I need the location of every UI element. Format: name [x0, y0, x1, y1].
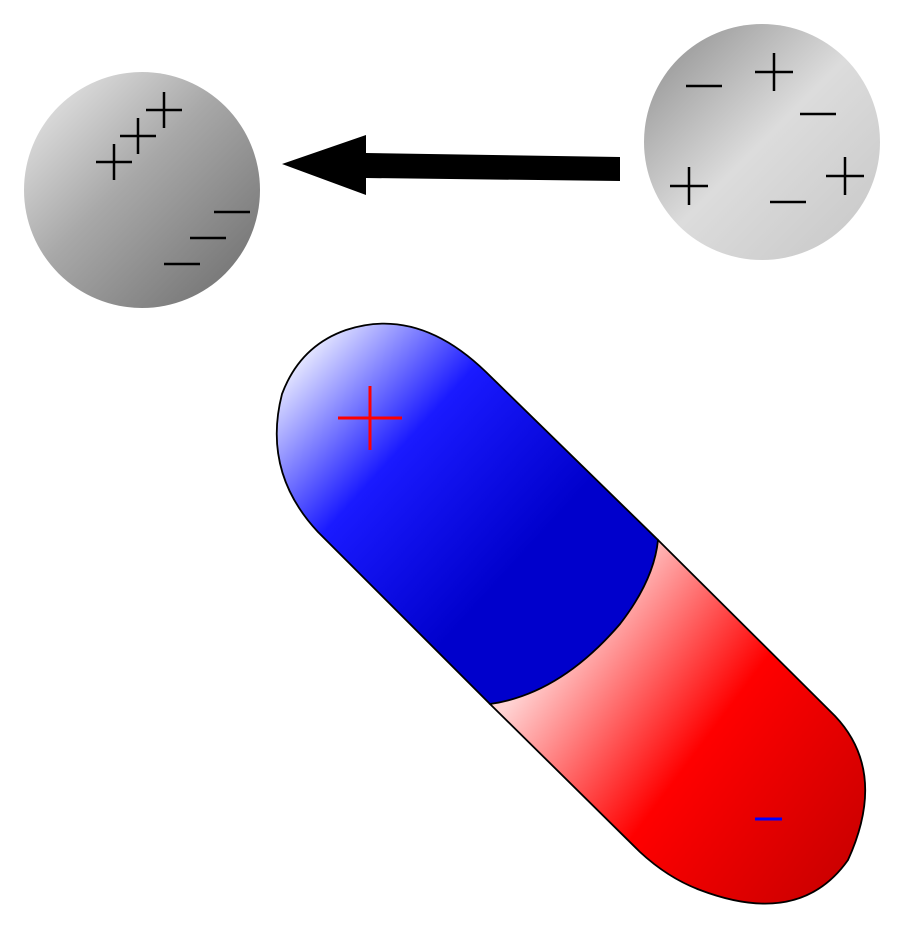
positive-charge-icon [826, 157, 864, 195]
dipole-capsule [275, 322, 867, 905]
positive-charge-icon [670, 167, 708, 205]
neutral-sphere-body [644, 24, 880, 260]
capsule-charges [338, 386, 782, 821]
attraction-arrow [282, 135, 620, 195]
neutral-sphere [644, 24, 880, 260]
positive-charge-icon [755, 53, 793, 91]
positive-charge-icon [96, 144, 132, 180]
polarized-sphere [24, 72, 260, 308]
positive-charge-icon [338, 386, 402, 450]
polarized-sphere-negative-charges [164, 210, 250, 266]
polarized-sphere-body [24, 72, 260, 308]
polarized-sphere-positive-charges [96, 92, 182, 180]
arrow-icon [282, 135, 620, 195]
neutral-sphere-charges [670, 53, 864, 205]
positive-charge-icon [146, 92, 182, 128]
positive-charge-icon [120, 118, 156, 154]
